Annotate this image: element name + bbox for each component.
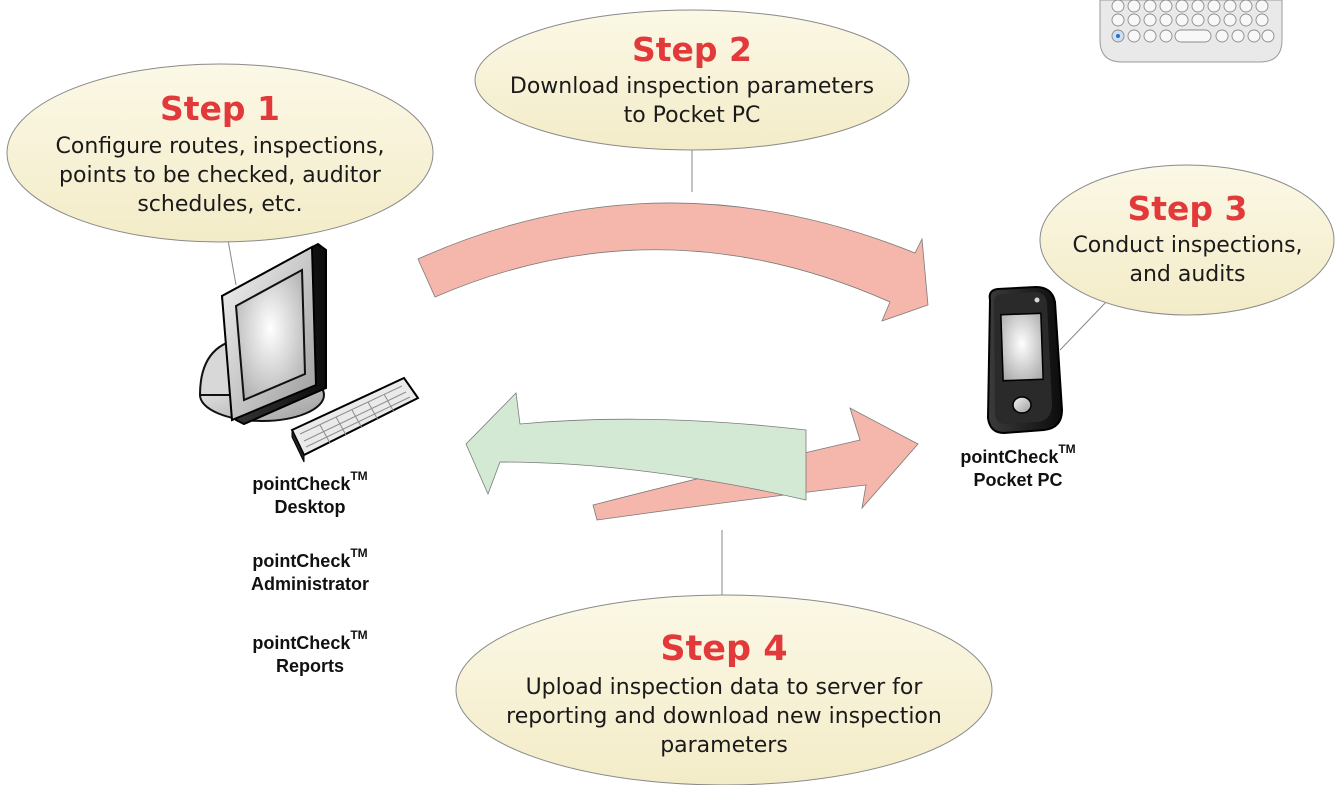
desktop-computer-icon [198, 242, 420, 463]
step3-title: Step 3 [1127, 188, 1248, 228]
reports-label-sub: Reports [275, 655, 344, 676]
step2-line-2: to Pocket PC [623, 103, 761, 129]
desktop-label-name: pointCheck [252, 474, 351, 494]
upload-arrow-left [465, 392, 807, 501]
download-arrow [417, 202, 929, 322]
administrator-label-tm: TM [350, 546, 368, 560]
step3-line-2: and audits [1129, 262, 1246, 288]
step2-bubble-shape [474, 9, 910, 151]
step1-line-2: points to be checked, auditor [59, 162, 381, 188]
step4-bubble-shape [455, 594, 993, 785]
step2-bubble: Step 2 Download inspection parameters to… [482, 18, 902, 144]
desktop-label: pointCheckTM Desktop [210, 469, 410, 518]
step3-bubble-shape [1039, 164, 1335, 316]
pocketpc-label-tm: TM [1058, 442, 1076, 456]
upload-arrow-right [592, 407, 919, 521]
step4-line-1: Upload inspection data to server for [525, 674, 923, 700]
reports-label: pointCheckTM Reports [210, 628, 410, 677]
administrator-label-sub: Administrator [250, 573, 369, 594]
step2-line-1: Download inspection parameters [509, 74, 875, 100]
step3-description: Conduct inspections, and audits [1072, 231, 1302, 289]
step1-title: Step 1 [160, 89, 280, 129]
step1-line-1: Configure routes, inspections, [55, 133, 385, 159]
step1-bubble-shape [6, 63, 434, 243]
step4-line-2: reporting and download new inspection [506, 703, 942, 729]
step4-description: Upload inspection data to server for rep… [506, 673, 942, 760]
step4-title: Step 4 [660, 629, 788, 670]
step4-bubble: Step 4 Upload inspection data to server … [466, 612, 982, 778]
pocketpc-label: pointCheckTM Pocket PC [918, 442, 1118, 491]
step3-connector-line [1059, 299, 1109, 351]
step1-connector-line [227, 239, 237, 286]
reports-label-tm: TM [350, 628, 368, 642]
step1-line-3: schedules, etc. [137, 191, 303, 217]
step3-bubble: Step 3 Conduct inspections, and audits [1045, 172, 1330, 308]
administrator-label: pointCheckTM Administrator [210, 546, 410, 595]
reports-label-name: pointCheck [252, 633, 351, 653]
pocket-pc-icon [986, 285, 1064, 435]
step2-title: Step 2 [632, 29, 752, 69]
administrator-label-name: pointCheck [252, 551, 351, 571]
step1-bubble: Step 1 Configure routes, inspections, po… [20, 70, 420, 240]
step4-line-3: parameters [660, 732, 788, 758]
thumb-keyboard-icon [1099, 0, 1283, 63]
step3-line-1: Conduct inspections, [1072, 233, 1303, 259]
pocketpc-label-sub: Pocket PC [973, 469, 1063, 490]
connector-lines [227, 148, 1109, 598]
pocketpc-label-name: pointCheck [960, 447, 1059, 467]
step2-description: Download inspection parameters to Pocket… [510, 72, 874, 130]
desktop-label-sub: Desktop [274, 496, 346, 517]
step1-description: Configure routes, inspections, points to… [56, 132, 385, 219]
desktop-label-tm: TM [350, 469, 368, 483]
